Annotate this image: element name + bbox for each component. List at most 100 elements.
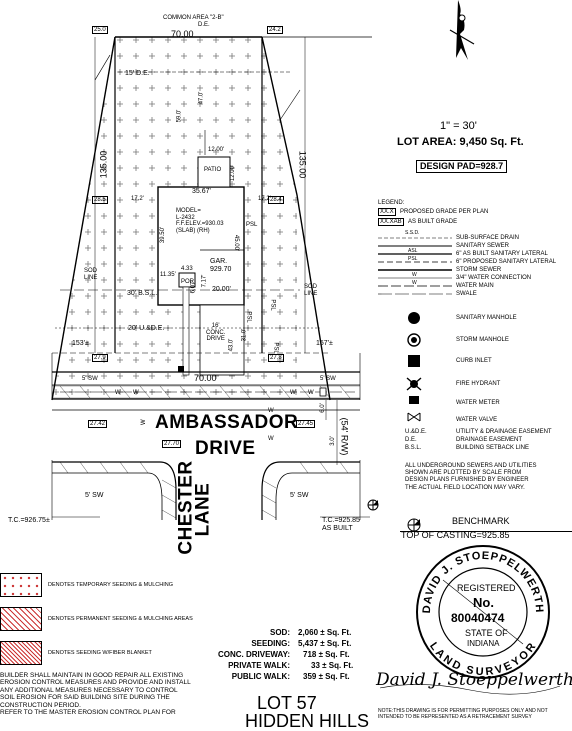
fire-hydrant-icon [406,377,422,391]
legend-text-asbuilt: AS BUILT GRADE [408,219,458,225]
corner-grade-tl: 25.0 [92,26,108,34]
seal-number: 80040474 [451,611,505,625]
svg-text:W: W [268,436,274,442]
side-yard-left: 17.2' [131,196,144,202]
sod-line-left: SOD LINE [84,268,98,281]
legend-storm-manhole: STORM MANHOLE [456,337,509,343]
qty-sod-value: 2,060 ± Sq. Ft. [298,628,352,637]
dim-135-left: 135.00 [98,150,109,179]
sidewalk-label-bottom-right: 5' SW [290,492,309,499]
top-of-curb-right: T.C.=925.85 AS BUILT [322,517,360,532]
sod-line-right: SOD LINE [304,284,318,297]
legend-sym-asl: ASL [408,248,418,254]
dim-43: 43.0' [228,338,235,352]
psl-label-d: PSL [272,342,279,354]
legend-text-swale: SWALE [456,291,477,297]
patio-height: 12.00' [230,164,237,182]
qty-public-walk-label: PUBLIC WALK: [231,672,290,681]
house-footprint [157,186,245,306]
abbrev-bsl-value: BUILDING SETBACK LINE [456,445,530,451]
legend-text-sanitary: SANITARY SEWER [456,243,510,249]
benchmark-icon-legend [407,518,421,532]
legend-text-water-main: WATER MAIN [456,283,494,289]
patio-label: PATIO [204,167,222,173]
north-arrow-icon [449,0,475,60]
scale-label: 1" = 30' [440,120,477,132]
legend-water-meter: WATER METER [456,400,500,406]
benchmark-value: TOP OF CASTING=925.85 [401,530,510,540]
ude-label: 20' U.&D.E. [128,325,165,332]
sidewalk-label-bottom-left: 5' SW [85,492,104,499]
seal-no: No. [473,595,494,610]
qty-seeding-value: 5,437 ± Sq. Ft. [298,639,352,648]
conc-drive-label: 16' CONC. DRIVE [206,323,226,343]
psl-label-b: PSL [245,311,252,323]
legend-text-storm: STORM SEWER [456,267,502,273]
grade-left: 27.42 [88,420,108,428]
sanitary-manhole-icon [408,312,420,324]
qty-private-walk-value: 33 ± Sq. Ft. [311,661,354,670]
sidewalk-label-top-right: 5' SW [320,376,336,382]
svg-text:W: W [308,390,314,396]
corner-grade-br: 27.8 [268,354,284,362]
svg-text:W: W [268,408,274,414]
legend-text-ssd: SUB-SURFACE DRAIN [456,235,520,241]
bsl-label: 30' B.S.L. [127,290,158,297]
abbrev-de-value: DRAINAGE EASEMENT [456,437,523,443]
dim-11-35: 11.35' [160,272,176,278]
legend-text-water-conn: 3/4" WATER CONNECTION [456,275,532,281]
lot-width-top: 70.00 [171,29,194,39]
surveyor-signature: David J. Stoeppelwerth [376,670,572,690]
legend-text-asl: 6" AS BUILT SANITARY LATERAL [456,251,548,257]
grade-mid: 27.70 [162,440,182,448]
abbrev-ude-key: U.&D.E. [405,429,427,435]
water-valve-icon [407,412,421,422]
road-name-lane: LANE [192,482,214,537]
top-of-curb-left: T.C.=926.75± [8,517,50,524]
legend-sym-psl: PSL [408,256,418,262]
legend-sym-water-main: W [412,280,417,286]
model-info: MODEL= L-2432 F.F.ELEV.=930.03 (SLAB) (R… [176,208,224,234]
svg-text:W: W [290,390,296,396]
svg-text:W: W [115,390,121,396]
lot-area: LOT AREA: 9,450 Sq. Ft. [397,136,524,148]
blanket-seeding-text: DENOTES SEEDING W/FIBER BLANKET [48,650,152,656]
garage-label: GAR. 929.70 [210,258,232,273]
patio-width: 12.00' [208,147,225,153]
dim-3: 3.0' [329,436,336,446]
corner-grade-tr: 24.2 [267,26,283,34]
concrete-drive [199,304,245,376]
seeding-legend-temp: DENOTES TEMPORARY SEEDING & MULCHING [0,573,210,597]
abbrev-ude-value: UTILITY & DRAINAGE EASEMENT [456,429,552,435]
permit-note: NOTE:THIS DRAWING IS FOR PERMITTING PURP… [378,708,548,720]
surveyor-seal: DAVID J. STOEPPELWERTH LAND SURVEYOR [416,545,550,679]
legend-sanitary-manhole: SANITARY MANHOLE [456,315,517,321]
seal-state: INDIANA [467,639,500,648]
qty-sod-label: SOD: [270,628,290,637]
legend-curb-inlet: CURB INLET [456,358,492,364]
corner-grade-ml: 28.5 [92,196,108,204]
road-name-ambassador: AMBASSADOR [155,412,299,433]
lot-depth-left: 153'± [72,340,89,347]
blanket-seeding-swatch [0,641,42,665]
legend-title: LEGEND: [378,200,405,206]
house-width: 35.67' [192,188,211,195]
corner-grade-mr: 28.4 [268,196,284,204]
lot-width-bottom: 70.00 [194,373,217,383]
dim-135-right: 135.00 [297,150,308,179]
dim-59: 59.0' [176,109,183,123]
temp-seeding-text: DENOTES TEMPORARY SEEDING & MULCHING [48,582,173,588]
grade-right: 27.45 [296,420,316,428]
svg-text:W: W [133,390,139,396]
legend-sym-proposed: XX.X [378,208,396,216]
legend-text-psl: 6" PROPOSED SANITARY LATERAL [456,259,557,265]
de-top-label: D.E. [198,22,210,28]
lot-title: LOT 57 [257,693,317,713]
psl-label-a: PSL [246,222,258,228]
svg-text:W: W [141,419,147,425]
legend-sym-asbuilt: XX.XAB [378,218,404,226]
curb-inlet-icon [408,355,420,367]
legend-text-proposed: PROPOSED GRADE PER PLAN [400,209,489,215]
porch-label: POR [181,279,195,285]
